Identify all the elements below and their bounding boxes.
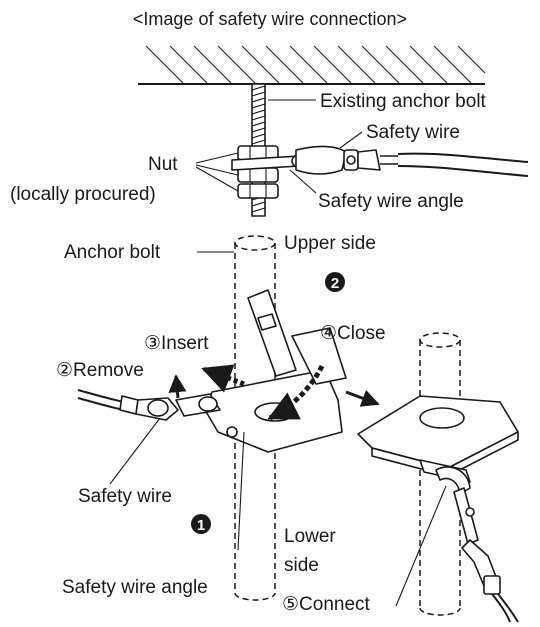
safety-wire-top <box>295 145 529 177</box>
closed-plate <box>357 395 519 483</box>
arrow-close-curved <box>267 364 325 421</box>
label-connect: ⑤Connect <box>282 594 371 615</box>
arrow-remove <box>168 374 187 399</box>
marker-one: 1 <box>191 514 211 534</box>
label-lower: Lower <box>284 526 336 547</box>
marker-two: 2 <box>325 272 345 292</box>
label-insert: ③Insert <box>144 333 209 354</box>
label-side: side <box>284 555 319 576</box>
label-locally-procured: (locally procured) <box>10 184 156 205</box>
top-leader-lines <box>195 99 363 194</box>
label-nut: Nut <box>148 154 178 175</box>
nut-stack <box>237 145 279 199</box>
label-safety-wire-top: Safety wire <box>366 122 460 143</box>
label-remove: ②Remove <box>56 360 144 381</box>
arrow-insert <box>201 364 245 393</box>
safety-wire-right <box>435 466 519 623</box>
bottom-left-leaders <box>109 251 245 551</box>
label-close: ④Close <box>320 323 386 344</box>
safety-wire-angle-plate <box>204 289 347 453</box>
label-upper-side: Upper side <box>284 233 376 254</box>
svg-text:2: 2 <box>331 275 339 292</box>
ceiling <box>138 45 486 85</box>
bottom-right-leaders <box>395 485 447 607</box>
arrow-to-right <box>345 389 380 407</box>
label-safety-wire-bottom: Safety wire <box>78 486 172 507</box>
diagram-title: <Image of safety wire connection> <box>133 9 407 29</box>
label-anchor-bolt: Anchor bolt <box>64 242 161 263</box>
label-safety-wire-angle-top: Safety wire angle <box>318 191 464 212</box>
label-existing-anchor-bolt: Existing anchor bolt <box>320 91 487 112</box>
label-safety-wire-angle-bottom: Safety wire angle <box>62 577 208 598</box>
svg-text:1: 1 <box>197 517 205 534</box>
safety-wire-left <box>77 389 221 421</box>
